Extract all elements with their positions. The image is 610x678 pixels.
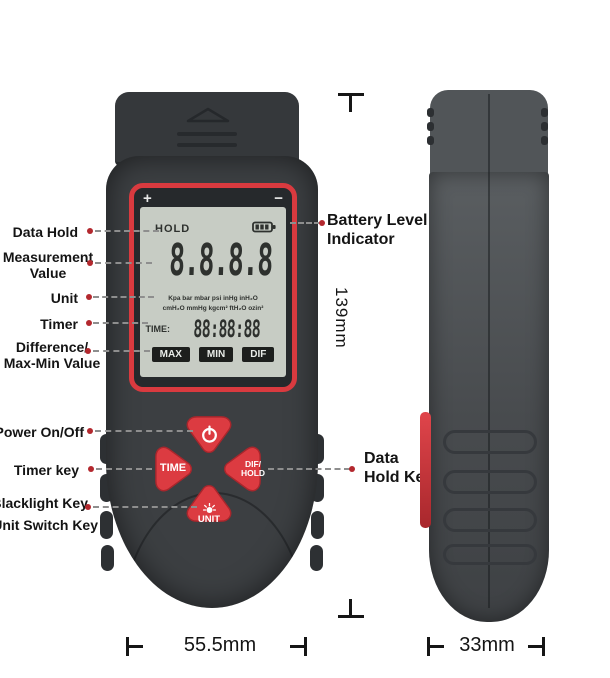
label-timer-key: Timer key <box>13 462 79 478</box>
label-difference-max-min: Difference/ Max-Min Value <box>3 339 101 372</box>
dim-tick-top-stem <box>349 93 352 112</box>
unit-row-2: cmH₂O mmHg kgcm² ftH₂O ozin² <box>162 305 264 312</box>
dim-height: 139mm <box>332 287 351 349</box>
max-badge: MAX <box>151 347 190 362</box>
dim-tick <box>290 645 307 648</box>
side-notch <box>541 122 548 131</box>
dim-side-width: 33mm <box>459 634 515 656</box>
label-blacklight-key: Blacklight Key <box>0 495 88 511</box>
callout-dot <box>85 348 91 354</box>
side-notch <box>541 108 548 117</box>
time-button[interactable]: TIME <box>150 446 196 492</box>
grip-ridge <box>443 470 537 494</box>
device-top-cap <box>115 92 299 166</box>
label-unit-switch-key: Unit Switch Key <box>0 517 98 533</box>
callout-dot <box>319 220 325 226</box>
min-badge: MIN <box>198 347 234 362</box>
cap-ridge <box>177 143 237 147</box>
bezel-plus-sign: + <box>143 190 152 207</box>
bezel-minus-sign: − <box>274 190 283 207</box>
grip-ridge <box>443 508 537 532</box>
unit-button-label: UNIT <box>197 514 221 526</box>
screen-bezel: + − HOLD 8.8.8.8 Kpa bar mbar psi inHg i… <box>129 183 297 392</box>
power-icon <box>201 424 217 443</box>
callout-dot <box>86 294 92 300</box>
max-min-dif-row: MAX MIN DIF <box>140 347 286 362</box>
callout-line <box>93 322 148 324</box>
side-notch <box>427 122 434 131</box>
lcd-display: HOLD 8.8.8.8 Kpa bar mbar psi inHg inH₂O… <box>140 207 286 377</box>
dim-tick-bottom-stem <box>349 599 352 618</box>
time-button-label: TIME <box>159 462 187 475</box>
label-timer: Timer <box>40 316 78 332</box>
dim-tick-bottom <box>338 615 364 618</box>
callout-line <box>93 296 154 298</box>
label-measurement-value: Measurement Value <box>2 249 94 282</box>
callout-line <box>93 350 150 352</box>
callout-dot <box>349 466 355 472</box>
dif-hold-button[interactable]: DIF/ HOLD <box>220 446 266 492</box>
grip-bump <box>100 511 113 539</box>
dim-tick <box>427 645 444 648</box>
side-notch <box>541 136 548 145</box>
grip-ridge <box>443 430 537 454</box>
dim-tick <box>126 645 143 648</box>
label-data-hold: Data Hold <box>12 224 78 240</box>
side-data-hold-key <box>420 412 431 528</box>
time-label: TIME: <box>145 324 170 334</box>
battery-level-icon <box>252 221 276 233</box>
lightbulb-icon <box>202 503 216 513</box>
callout-line <box>93 506 197 508</box>
grip-ridge <box>443 544 537 565</box>
callout-line <box>96 468 152 470</box>
triangle-arrow-icon <box>186 107 230 123</box>
unit-button[interactable]: UNIT <box>186 484 232 524</box>
callout-line <box>268 468 350 470</box>
timer-digits: 88:88:88 <box>192 315 261 343</box>
callout-dot <box>88 466 94 472</box>
label-unit: Unit <box>50 290 78 306</box>
dim-tick <box>542 637 545 656</box>
side-notch <box>427 108 434 117</box>
hold-indicator: HOLD <box>155 223 191 235</box>
dim-tick <box>304 637 307 656</box>
callout-line <box>95 430 193 432</box>
callout-dot <box>85 504 91 510</box>
dim-front-width: 55.5mm <box>183 634 257 656</box>
callout-line <box>95 230 159 232</box>
cap-ridge <box>177 132 237 136</box>
label-battery-level-indicator: Battery Level Indicator <box>327 212 428 248</box>
dif-badge: DIF <box>242 347 275 362</box>
grip-bump <box>101 545 114 571</box>
power-button[interactable] <box>186 414 232 454</box>
side-seam-line <box>488 94 490 608</box>
callout-line <box>95 262 152 264</box>
dif-hold-button-label: DIF/ HOLD <box>240 459 266 478</box>
callout-line <box>290 222 320 224</box>
callout-dot <box>86 320 92 326</box>
dim-tick <box>528 645 545 648</box>
callout-dot <box>87 428 93 434</box>
label-power-on-off: Power On/Off <box>0 424 84 440</box>
measurement-value-digits: 8.8.8.8 <box>168 235 273 286</box>
side-notch <box>427 136 434 145</box>
callout-dot <box>87 228 93 234</box>
unit-row-1: Kpa bar mbar psi inHg inH₂O <box>168 295 258 302</box>
grip-bump <box>311 511 324 539</box>
label-data-hold-key: Data Hold Key <box>364 450 434 486</box>
callout-dot <box>87 260 93 266</box>
grip-bump <box>310 545 323 571</box>
